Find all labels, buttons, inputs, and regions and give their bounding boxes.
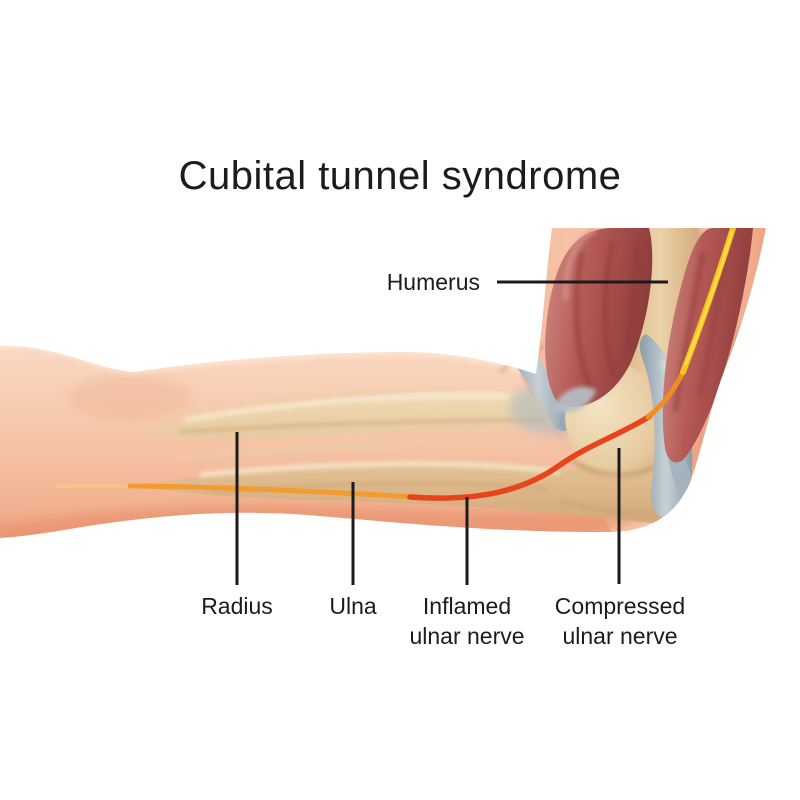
- label-text: Humerus: [386, 269, 480, 295]
- biceps-muscle: [545, 228, 653, 413]
- label-radius: Radius: [157, 591, 317, 621]
- label-humerus: Humerus: [260, 267, 480, 297]
- label-text-line2: ulnar nerve: [409, 623, 525, 649]
- label-compressed-ulnar-nerve: Compressed ulnar nerve: [522, 591, 718, 651]
- ulnar-nerve-red-segment: [407, 413, 653, 501]
- label-text: Radius: [201, 593, 273, 619]
- label-text-line1: Inflamed: [422, 593, 512, 619]
- page-title: Cubital tunnel syndrome: [178, 154, 622, 198]
- ulnar-nerve-yellow-highlight: [684, 230, 734, 366]
- label-ulna: Ulna: [273, 591, 433, 621]
- leader-lines: [235, 280, 668, 585]
- ulnar-nerve-orange-segment: [127, 483, 439, 501]
- forearm-streak-lower: [175, 440, 523, 461]
- label-text-line1: Compressed: [554, 593, 686, 619]
- label-text: Ulna: [329, 593, 377, 619]
- label-text-line2: ulnar nerve: [562, 623, 678, 649]
- label-inflamed-ulnar-nerve: Inflamed ulnar nerve: [377, 591, 557, 651]
- radius-bone: [146, 390, 569, 440]
- wrist-shading: [68, 376, 192, 420]
- ulnar-nerve: [56, 228, 736, 501]
